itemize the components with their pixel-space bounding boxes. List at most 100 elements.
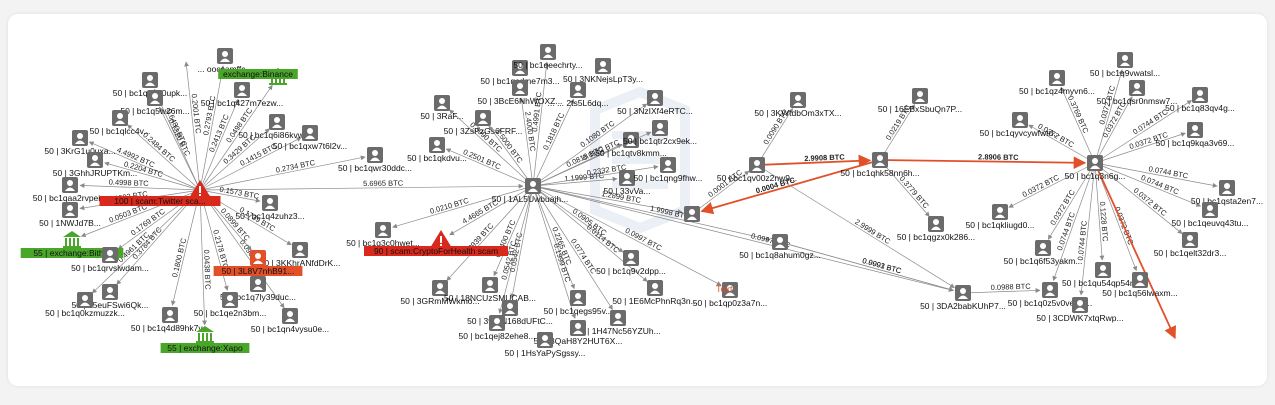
graph-node[interactable]: 50 | bc1qtv8kmm... bbox=[595, 132, 667, 158]
edge-line[interactable] bbox=[199, 84, 273, 191]
graph-node[interactable]: 50 | bc1q0kzmuzzk... bbox=[45, 292, 125, 318]
edge-line[interactable] bbox=[532, 185, 624, 253]
graph-node[interactable]: 50 | bc1qgzx0k286... bbox=[897, 216, 975, 242]
graph-node[interactable]: 50 | 3DA2babKUhP7... bbox=[920, 285, 1006, 311]
edge-line[interactable] bbox=[756, 154, 872, 168]
graph-node[interactable]: 50 | bc1qn4vysu0e... bbox=[251, 308, 329, 334]
edge-line[interactable] bbox=[1008, 162, 1096, 208]
graph-node[interactable]: 50 | bc1qkliugd0... bbox=[966, 204, 1035, 230]
edge-line[interactable] bbox=[88, 141, 201, 191]
graph-node[interactable]: 50 | 3GhhJRUPTKm... bbox=[53, 152, 137, 178]
edge-line[interactable] bbox=[199, 189, 285, 309]
edge-line[interactable] bbox=[1052, 162, 1096, 282]
graph-node[interactable]: 50 | bc1qsta2en7... bbox=[1191, 180, 1263, 206]
edge-line[interactable] bbox=[184, 61, 201, 191]
graph-node[interactable]: 50 | bc1qv00z2nw9... bbox=[717, 157, 797, 183]
graph-node[interactable]: 50 | bc1qkdvu... bbox=[407, 137, 467, 163]
edge-line[interactable] bbox=[756, 164, 955, 289]
edge-line[interactable] bbox=[962, 288, 1041, 294]
edge-line[interactable] bbox=[91, 189, 201, 294]
graph-node[interactable]: 50 | 1HsYaPySgssy... bbox=[505, 332, 586, 358]
graph-node[interactable]: 50 | 3L8V7nhB91... bbox=[213, 250, 303, 276]
edge-line[interactable] bbox=[488, 125, 534, 187]
graph-node[interactable]: 50 | bc1qeechrty... bbox=[513, 44, 583, 70]
edge-line[interactable] bbox=[445, 148, 534, 187]
edge-line[interactable] bbox=[498, 185, 534, 314]
graph-node[interactable]: 90 | scam:CryptoForHealth scam bbox=[364, 230, 508, 256]
edge-line[interactable] bbox=[199, 128, 270, 191]
graph-node[interactable]: 50 | 33vVa... bbox=[604, 170, 651, 196]
graph-node[interactable]: 50 | bc1q3n6g... bbox=[1065, 155, 1126, 181]
graph-node[interactable]: 50 | bc1qrvslwdam... bbox=[71, 247, 149, 273]
graph-node[interactable]: 50 | bc1q5w26m... bbox=[120, 90, 190, 116]
edge-line[interactable] bbox=[1094, 162, 1138, 272]
edge-line[interactable] bbox=[153, 88, 201, 191]
graph-node[interactable]: 50 | bc1qeuvq43tu... bbox=[1172, 202, 1249, 228]
edge-line[interactable] bbox=[199, 98, 239, 191]
graph-node[interactable]: 50 | bc1qe2n3bm... bbox=[194, 292, 267, 318]
edge-line[interactable] bbox=[756, 108, 793, 166]
graph-node[interactable]: 50 | bc1q427m7ezw... bbox=[201, 82, 284, 108]
edge-line[interactable] bbox=[159, 106, 201, 191]
edge-line[interactable] bbox=[1079, 162, 1096, 296]
edge-line[interactable] bbox=[449, 185, 534, 236]
graph-node[interactable]: 50 | bc1qu54qp54m... bbox=[1062, 262, 1144, 288]
edge-line[interactable] bbox=[199, 65, 225, 191]
edge-line[interactable] bbox=[104, 161, 201, 191]
graph-node[interactable]: 50 | 18NCUzSMUCAB... bbox=[444, 277, 536, 303]
graph-node[interactable]: 50 | bc1q4d89hk7v... bbox=[131, 307, 209, 333]
edge-line[interactable] bbox=[532, 185, 954, 292]
graph-node[interactable]: 50 | 3RaF... bbox=[420, 95, 464, 121]
edge-line[interactable] bbox=[532, 176, 618, 187]
graph-node[interactable]: 50 | bc1qng9fhw... bbox=[634, 157, 703, 183]
edge-line[interactable] bbox=[79, 183, 201, 191]
graph-node[interactable]: 50 | 15euFSwi6Qk... bbox=[72, 284, 149, 310]
graph-node[interactable]: 50 | 1AL5Uwbuajh... bbox=[492, 178, 568, 204]
graph-node[interactable]: 50 | bc1qegs95v... bbox=[544, 290, 613, 316]
edge-line[interactable] bbox=[532, 98, 575, 187]
edge-line[interactable] bbox=[1094, 162, 1105, 261]
edge-line[interactable] bbox=[1028, 124, 1096, 164]
edge-line[interactable] bbox=[392, 185, 534, 229]
graph-node[interactable]: 50 | bc1qhk58nn6h... bbox=[840, 152, 920, 178]
graph-node[interactable]: 50 | bc1qtr2cx9ek... bbox=[623, 120, 697, 146]
edge-line[interactable] bbox=[199, 155, 366, 191]
graph-node[interactable]: 50 | 1E6McPhnRq3n... bbox=[612, 280, 698, 306]
graph-node[interactable]: 50 | 3KKhrANfdDrK... bbox=[260, 242, 341, 268]
edge-line[interactable] bbox=[1094, 132, 1186, 164]
outgoing-trace-arrow[interactable] bbox=[1097, 169, 1177, 340]
edge-line[interactable] bbox=[199, 189, 261, 203]
edge-line[interactable] bbox=[879, 104, 915, 161]
edge-line[interactable] bbox=[199, 189, 207, 326]
graph-node[interactable]: exchange:Binance bbox=[218, 68, 298, 85]
edge-line[interactable] bbox=[532, 103, 648, 187]
graph-node[interactable]: 50 | bc1qlcc4v... bbox=[90, 110, 151, 136]
text-annotation[interactable]: Text bbox=[716, 284, 733, 294]
graph-node[interactable]: 50 | bc1qej82ehe8... bbox=[459, 315, 536, 341]
edge-line[interactable] bbox=[199, 183, 524, 191]
graph-node[interactable]: 50 | bc1qelt32dr3... bbox=[1154, 232, 1227, 258]
graph-node[interactable] bbox=[684, 206, 700, 222]
graph-node[interactable]: ... ... 2ts5L6dq... bbox=[548, 82, 609, 108]
graph-node[interactable]: 50 | 3GRmMWxmo... bbox=[400, 280, 480, 306]
graph-node[interactable]: 50 | 3KrG1u0uxa... bbox=[44, 130, 116, 156]
graph-node[interactable]: 50 | 3QaH8Y2HUT6X... bbox=[534, 320, 623, 346]
graph-node[interactable]: 50 | bc1q6i86kvwg... bbox=[238, 114, 316, 140]
graph-node[interactable]: 50 | bc1q83qv4g... bbox=[1165, 87, 1235, 113]
edge-line[interactable] bbox=[1047, 162, 1096, 240]
edge-line[interactable] bbox=[519, 97, 534, 187]
graph-node[interactable]: 50 | bc1q9vwatsl... bbox=[1090, 52, 1160, 78]
graph-node[interactable]: 50 | 3CDWK7xtqRwp... bbox=[1036, 297, 1124, 323]
graph-node[interactable]: 50 | bc1qz4myvn6... bbox=[1019, 70, 1095, 96]
graph-node[interactable]: 50 | bc1qwr30ddc... bbox=[338, 147, 412, 173]
graph-node[interactable]: 50 | 1H47Nc56YZUh... bbox=[575, 310, 661, 336]
graph-node[interactable]: 50 | bc1q0z5v0vewd... bbox=[1008, 282, 1092, 308]
edge-line[interactable] bbox=[1094, 96, 1133, 164]
graph-node[interactable]: 50 | bc1q7ly39duc... bbox=[220, 276, 296, 302]
graph-node[interactable]: 50 | 3KWtdbOm3xTX... bbox=[754, 92, 842, 118]
graph-node[interactable]: 50 | bc1q9kqa3v69... bbox=[1156, 122, 1235, 148]
edge-line[interactable] bbox=[879, 159, 930, 217]
graph-node[interactable]: 50 | 1NWJd7B... bbox=[39, 202, 101, 228]
edge-line[interactable] bbox=[1094, 100, 1193, 164]
edge-line[interactable] bbox=[532, 164, 659, 187]
